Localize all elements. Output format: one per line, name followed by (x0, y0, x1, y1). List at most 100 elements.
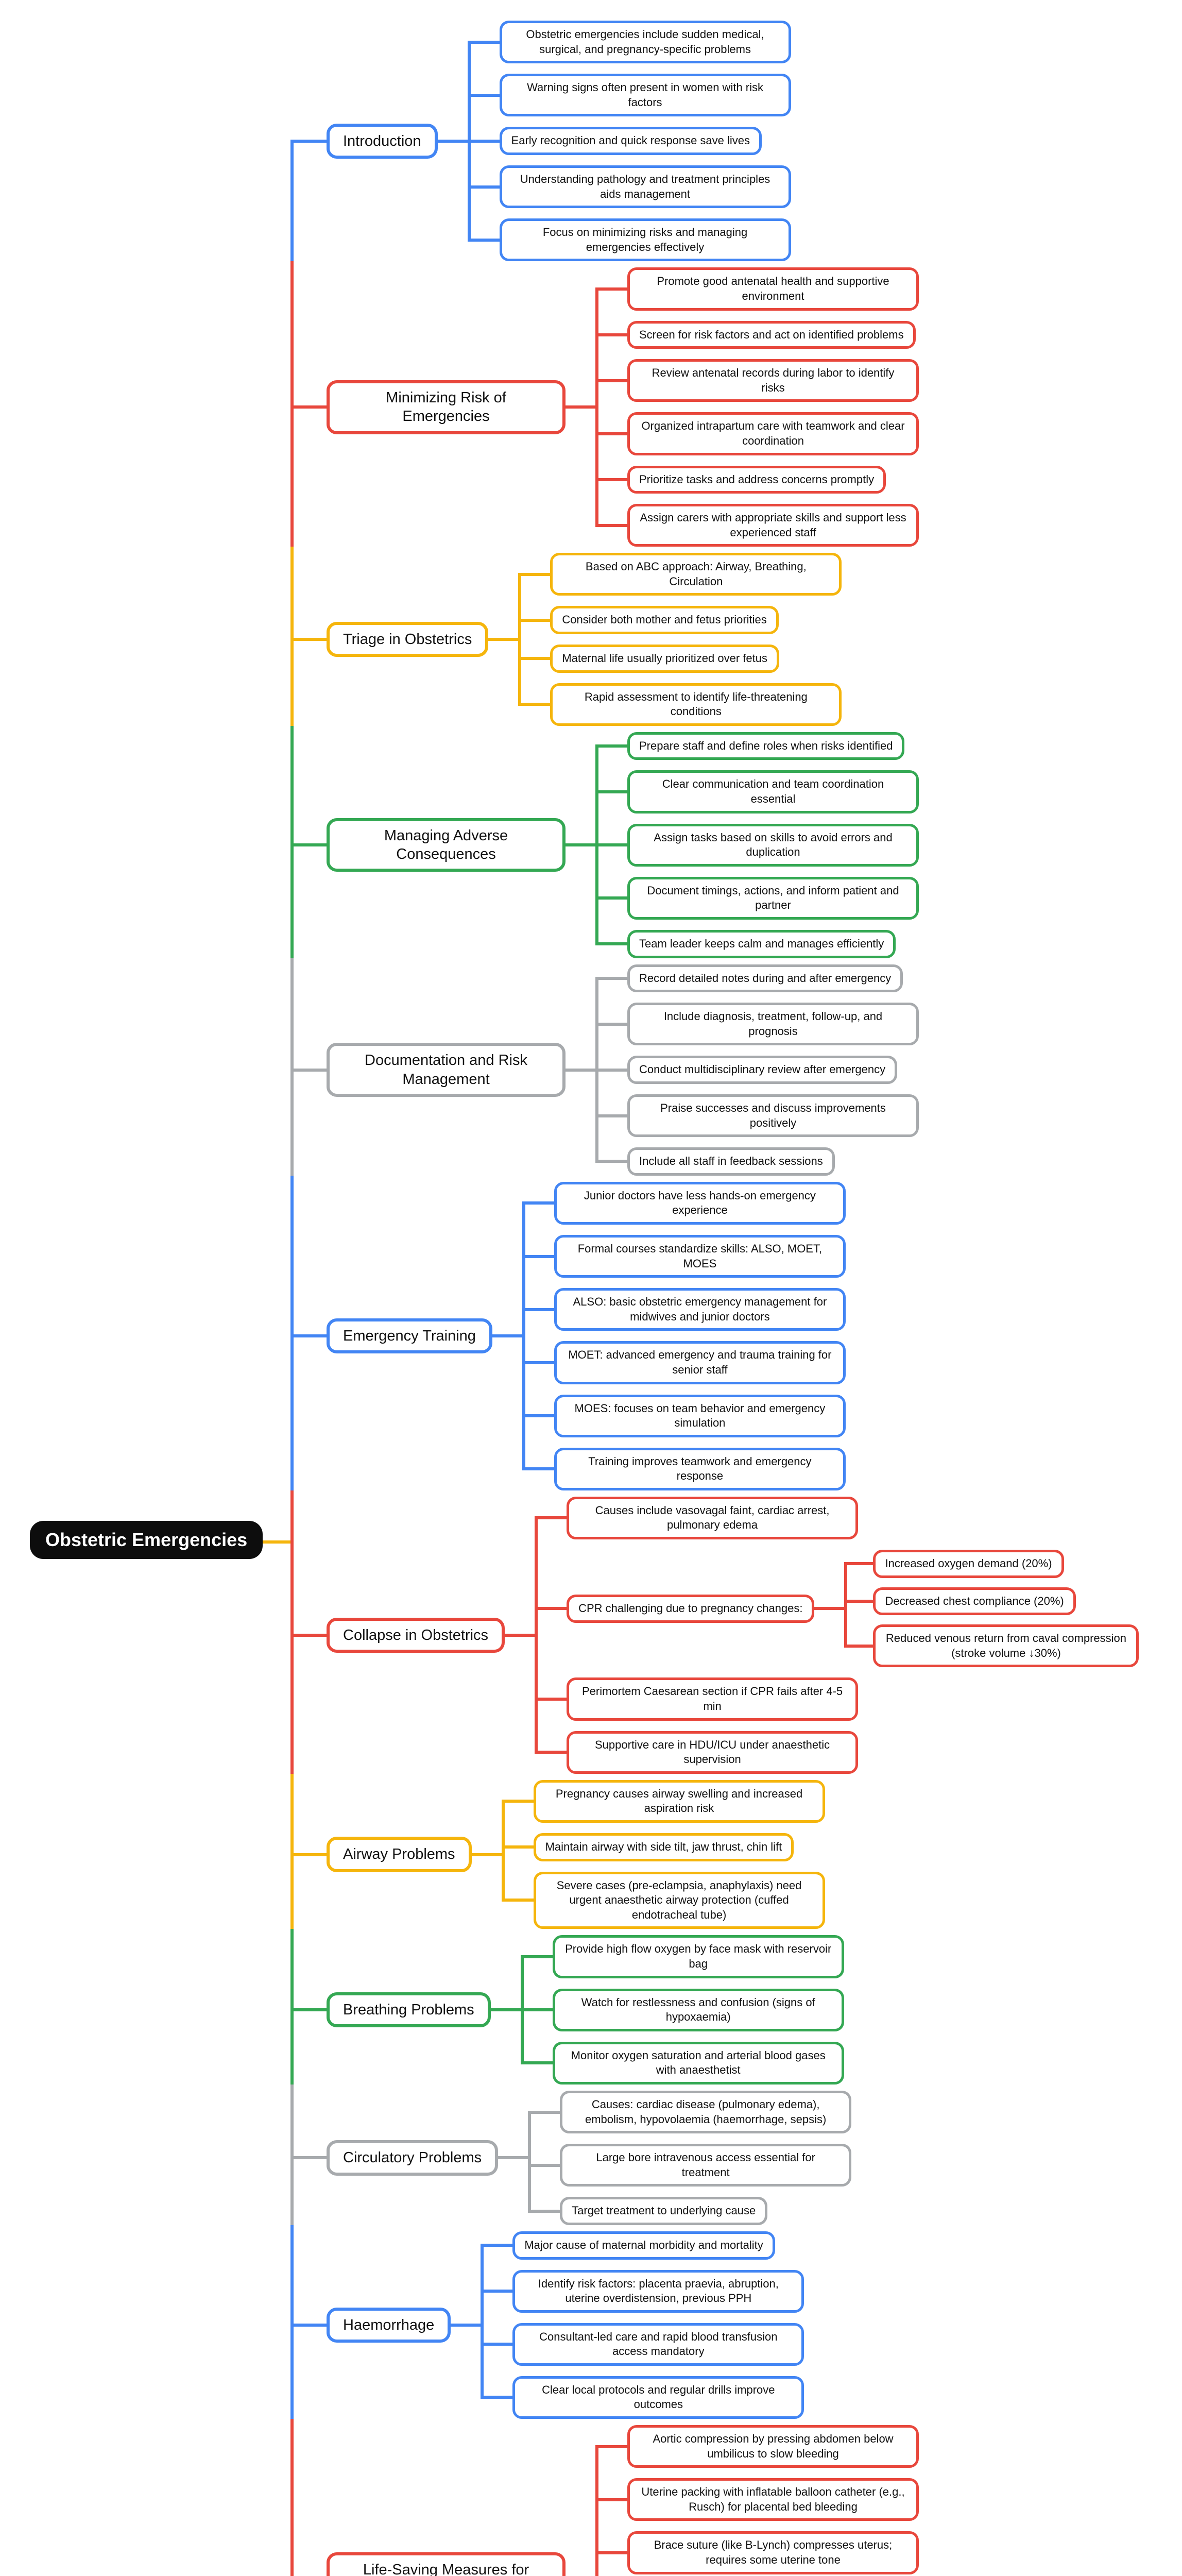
child-row: Assign tasks based on skills to avoid er… (595, 818, 919, 872)
child-row: Identify risk factors: placenta praevia,… (481, 2264, 804, 2318)
topic-node: Focus on minimizing risks and managing e… (499, 218, 791, 262)
topic-node: Maternal life usually prioritized over f… (550, 645, 779, 673)
child-row: Clear local protocols and regular drills… (481, 2370, 804, 2419)
child-row: Target treatment to underlying cause (528, 2192, 851, 2225)
child-row: Provide high flow oxygen by face mask wi… (520, 1935, 844, 1984)
topic-node: Formal courses standardize skills: ALSO,… (554, 1234, 846, 1278)
branch-minimizing-risk-of-emergencies: Minimizing Risk of Emergencies Promote go… (290, 261, 1182, 553)
child-row: Include diagnosis, treatment, follow-up,… (595, 997, 919, 1051)
branch-children: Causes include vasovagal faint, cardiac … (535, 1496, 1139, 1774)
child-row: Include all staff in feedback sessions (595, 1142, 919, 1176)
topic-node: Clear local protocols and regular drills… (512, 2376, 804, 2419)
child-row: CPR challenging due to pregnancy changes… (535, 1545, 1139, 1673)
child-row: Obstetric emergencies include sudden med… (467, 21, 791, 69)
child-row: Document timings, actions, and inform pa… (595, 871, 919, 925)
topic-node: MOES: focuses on team behavior and emerg… (554, 1394, 846, 1437)
child-row: Brace suture (like B-Lynch) compresses u… (595, 2526, 919, 2576)
sub-topic-node: Reduced venous return from caval compres… (873, 1624, 1139, 1668)
child-row: Team leader keeps calm and manages effic… (595, 925, 919, 958)
sub-child-row: Decreased chest compliance (20%) (844, 1582, 1139, 1620)
mindmap-branches: Introduction Obstetric emergencies includ… (290, 21, 1182, 2576)
child-row: Warning signs often present in women wit… (467, 69, 791, 122)
branch-children: Based on ABC approach: Airway, Breathing… (518, 553, 842, 726)
topic-node: Large bore intravenous access essential … (560, 2144, 852, 2187)
child-row: Focus on minimizing risks and managing e… (467, 213, 791, 262)
child-row: Causes: cardiac disease (pulmonary edema… (528, 2090, 852, 2139)
child-row: Consultant-led care and rapid blood tran… (481, 2317, 804, 2371)
topic-node: Training improves teamwork and emergency… (554, 1447, 846, 1490)
child-row: Consider both mother and fetus prioritie… (518, 601, 842, 639)
child-row: Uterine packing with inflatable balloon … (595, 2473, 919, 2527)
child-row: Pregnancy causes airway swelling and inc… (501, 1780, 825, 1828)
topic-node: Conduct multidisciplinary review after e… (627, 1056, 898, 1084)
topic-node: Pregnancy causes airway swelling and inc… (533, 1780, 825, 1823)
child-row: MOET: advanced emergency and trauma trai… (522, 1336, 846, 1389)
topic-node: Perimortem Caesarean section if CPR fail… (567, 1677, 859, 1721)
branch-topic-label: Collapse in Obstetrics (327, 1617, 505, 1653)
child-row: Major cause of maternal morbidity and mo… (481, 2231, 804, 2265)
topic-node: Clear communication and team coordinatio… (627, 770, 919, 814)
branch-introduction: Introduction Obstetric emergencies includ… (290, 21, 1182, 268)
topic-node: Prioritize tasks and address concerns pr… (627, 465, 886, 494)
child-row: Early recognition and quick response sav… (467, 122, 791, 160)
topic-node: Aortic compression by pressing abdomen b… (627, 2425, 919, 2468)
branch-topic-label: Minimizing Risk of Emergencies (327, 380, 566, 434)
branch-connector-line (566, 843, 595, 847)
branch-circulatory-problems: Circulatory Problems Causes: cardiac dise… (290, 2084, 1182, 2231)
branch-connector-line (451, 2323, 481, 2327)
child-row: Aortic compression by pressing abdomen b… (595, 2425, 919, 2473)
branch-children: Pregnancy causes airway swelling and inc… (501, 1780, 825, 1929)
branch-connector-line (566, 405, 595, 409)
topic-node: CPR challenging due to pregnancy changes… (567, 1594, 815, 1623)
branch-children: Major cause of maternal morbidity and mo… (481, 2231, 804, 2419)
child-row: MOES: focuses on team behavior and emerg… (522, 1389, 846, 1443)
branch-children: Prepare staff and define roles when risk… (595, 732, 919, 958)
branch-collapse-in-obstetrics: Collapse in Obstetrics Causes include vas… (290, 1490, 1182, 1780)
topic-node: Organized intrapartum care with teamwork… (627, 412, 919, 455)
branch-connector-line (498, 2156, 528, 2160)
branch-children: Promote good antenatal health and suppor… (595, 267, 919, 547)
topic-node: Junior doctors have less hands-on emerge… (554, 1181, 846, 1225)
child-row: Clear communication and team coordinatio… (595, 765, 919, 819)
child-row: Perimortem Caesarean section if CPR fail… (535, 1672, 1139, 1726)
child-row: Formal courses standardize skills: ALSO,… (522, 1229, 846, 1283)
branch-children: Junior doctors have less hands-on emerge… (522, 1181, 846, 1490)
topic-node: Warning signs often present in women wit… (499, 74, 791, 117)
child-row: Rapid assessment to identify life-threat… (518, 677, 842, 726)
topic-node: Praise successes and discuss improvement… (627, 1094, 919, 1138)
branch-topic-label: Introduction (327, 123, 438, 159)
child-row: Maintain airway with side tilt, jaw thru… (501, 1828, 825, 1867)
topic-node: Based on ABC approach: Airway, Breathing… (550, 553, 842, 596)
child-row: Screen for risk factors and act on ident… (595, 315, 919, 354)
child-row: Training improves teamwork and emergency… (522, 1442, 846, 1490)
branch-topic-label: Circulatory Problems (327, 2140, 499, 2176)
branch-children: Obstetric emergencies include sudden med… (467, 21, 791, 262)
topic-node: Identify risk factors: placenta praevia,… (512, 2269, 804, 2313)
branch-triage-in-obstetrics: Triage in Obstetrics Based on ABC approac… (290, 547, 1182, 732)
topic-node: Assign tasks based on skills to avoid er… (627, 823, 919, 867)
topic-node: Consultant-led care and rapid blood tran… (512, 2323, 804, 2366)
topic-node: Assign carers with appropriate skills an… (627, 504, 919, 547)
child-row: Large bore intravenous access essential … (528, 2139, 852, 2192)
child-row: Severe cases (pre-eclampsia, anaphylaxis… (501, 1866, 825, 1929)
branch-children: Record detailed notes during and after e… (595, 964, 919, 1176)
branch-connector-line (492, 1334, 522, 1338)
child-row: ALSO: basic obstetric emergency manageme… (522, 1283, 846, 1336)
child-row: Understanding pathology and treatment pr… (467, 160, 791, 214)
branch-children: Provide high flow oxygen by face mask wi… (520, 1935, 844, 2084)
child-row: Junior doctors have less hands-on emerge… (522, 1181, 846, 1230)
sub-topic-node: Decreased chest compliance (20%) (873, 1587, 1076, 1616)
branch-life-saving-measures-for-massive-pph: Life-Saving Measures for Massive PPHAort… (290, 2419, 1182, 2576)
topic-node: Promote good antenatal health and suppor… (627, 267, 919, 311)
topic-node: Document timings, actions, and inform pa… (627, 876, 919, 920)
topic-node: MOET: advanced emergency and trauma trai… (554, 1341, 846, 1384)
branch-topic-label: Triage in Obstetrics (327, 621, 489, 657)
child-row: Based on ABC approach: Airway, Breathing… (518, 553, 842, 601)
child-row: Monitor oxygen saturation and arterial b… (520, 2036, 844, 2084)
topic-node: Review antenatal records during labor to… (627, 359, 919, 402)
branch-topic-label: Managing Adverse Consequences (327, 818, 566, 872)
